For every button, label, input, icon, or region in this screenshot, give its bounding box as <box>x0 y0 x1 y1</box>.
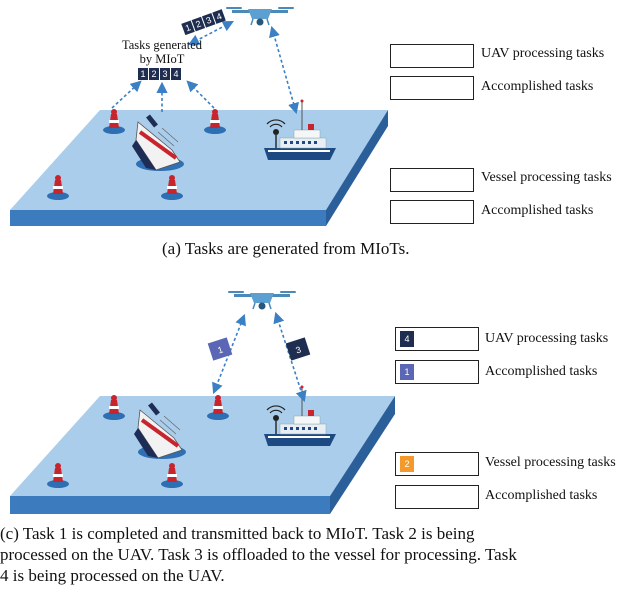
uav-accomplished-box-c: 1 <box>395 360 479 384</box>
uav-accomplished-box-a <box>390 76 474 100</box>
uav-accomplished-label-c: Accomplished tasks <box>485 364 598 379</box>
miot-task-1: 1 <box>140 69 145 79</box>
panel-c-scene: 1 3 <box>10 290 395 514</box>
tasks-generated-label: Tasks generated by MIoT <box>122 38 202 66</box>
miot-task-3: 3 <box>162 69 167 79</box>
accomplished-task: 1 <box>400 364 414 380</box>
uav-task-3: 3 <box>205 15 213 26</box>
uav-queue-task: 4 <box>400 331 414 347</box>
vessel-queue-task: 2 <box>400 456 414 472</box>
svg-text:1: 1 <box>216 344 224 355</box>
uav-drone-icon <box>225 6 295 27</box>
vessel-accomplished-box-c <box>395 485 479 509</box>
sea-platform-a <box>10 110 388 210</box>
caption-c: (c) Task 1 is completed and transmitted … <box>0 524 517 585</box>
vessel-accomplished-label-a: Accomplished tasks <box>481 203 594 218</box>
vessel-queue-box-a <box>390 168 474 192</box>
offload-task-tile: 3 <box>285 337 311 361</box>
miot-task-tiles: 1 2 3 4 <box>138 68 181 80</box>
uav-queue-label-a: UAV processing tasks <box>481 46 605 61</box>
vessel-accomplished-label-c: Accomplished tasks <box>485 488 598 503</box>
sea-platform-c <box>10 396 395 496</box>
uav-task-4: 4 <box>215 11 223 22</box>
miot-task-2: 2 <box>151 69 156 79</box>
uav-queue-box-a <box>390 44 474 68</box>
vessel-queue-label-c: Vessel processing tasks <box>485 455 616 470</box>
miot-task-4: 4 <box>173 69 178 79</box>
uplink-task-tile: 1 <box>207 337 233 361</box>
uav-drone-icon <box>227 290 297 311</box>
uav-queue-box-c: 4 <box>395 327 479 351</box>
panel-a-scene: 1 2 3 4 1 2 3 4 <box>10 6 388 226</box>
vessel-accomplished-box-a <box>390 200 474 224</box>
uav-queue-label-c: UAV processing tasks <box>485 331 609 346</box>
uav-accomplished-label-a: Accomplished tasks <box>481 79 594 94</box>
svg-text:3: 3 <box>294 344 302 355</box>
uav-task-1: 1 <box>184 22 192 33</box>
vessel-queue-label-a: Vessel processing tasks <box>481 170 612 185</box>
vessel-queue-box-c: 2 <box>395 452 479 476</box>
uav-task-tiles: 1 2 3 4 <box>181 9 226 36</box>
caption-a: (a) Tasks are generated from MIoTs. <box>162 239 410 258</box>
uav-task-2: 2 <box>194 18 202 29</box>
